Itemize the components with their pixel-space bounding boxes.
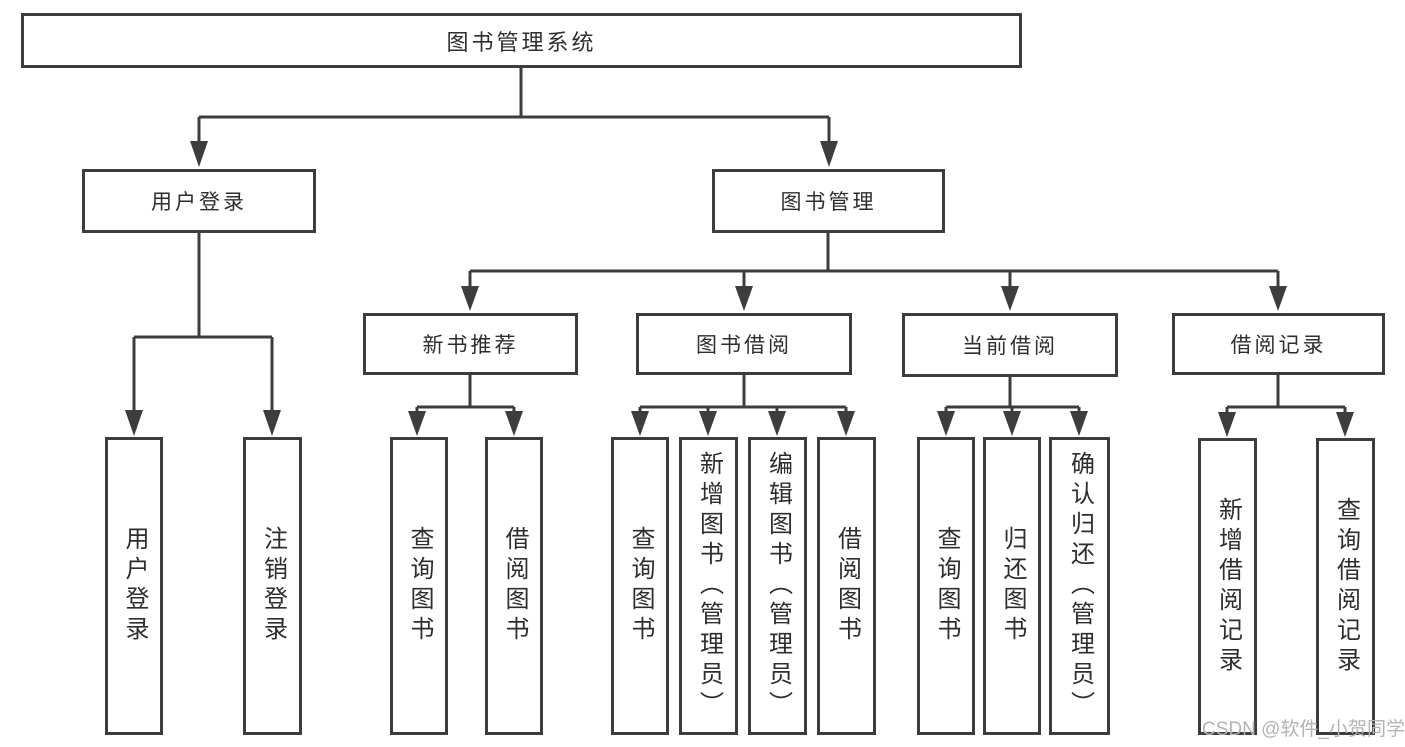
node-add-books-admin: 新增图书（管理员） (679, 437, 738, 735)
csdn-watermark: CSDN @软件_小贺同学 (1202, 719, 1405, 740)
node-label: 图书管理 (780, 191, 877, 214)
node-label: 用户登录 (121, 526, 148, 646)
node-query-books-recommend: 查询图书 (390, 437, 448, 735)
node-label: 注销登录 (259, 526, 287, 646)
arrowhead-down-icon (699, 411, 717, 436)
node-query-borrow-record: 查询借阅记录 (1316, 438, 1375, 735)
arrowhead-down-icon (735, 286, 753, 311)
node-edit-books-admin: 编辑图书（管理员） (748, 437, 807, 735)
arrowhead-down-icon (820, 141, 838, 167)
arrowhead-down-icon (190, 141, 208, 167)
node-label: 用户登录 (151, 191, 247, 214)
arrowhead-down-icon (768, 411, 786, 436)
node-add-borrow-record: 新增借阅记录 (1198, 438, 1257, 735)
node-label: 借阅图书 (501, 526, 528, 646)
node-book-borrowing: 图书借阅 (636, 313, 852, 375)
node-label: 新增借阅记录 (1214, 496, 1242, 677)
node-label: 借阅记录 (1230, 334, 1327, 357)
node-query-books-current: 查询图书 (917, 437, 975, 735)
arrowhead-down-icon (1336, 412, 1354, 437)
node-label: 查询图书 (933, 526, 960, 646)
node-label: 查询图书 (406, 526, 433, 646)
node-label: 查询图书 (627, 526, 654, 646)
node-label: 确认归还（管理员） (1066, 451, 1094, 721)
arrowhead-down-icon (408, 411, 426, 436)
arrowhead-down-icon (125, 410, 143, 436)
node-current-borrowing: 当前借阅 (902, 313, 1118, 377)
node-label: 借阅图书 (833, 526, 861, 646)
node-new-book-recommendation: 新书推荐 (363, 313, 578, 375)
node-root-system: 图书管理系统 (21, 13, 1022, 68)
arrowhead-down-icon (937, 411, 955, 436)
node-user-login: 用户登录 (82, 169, 316, 233)
node-label: 当前借阅 (962, 335, 1058, 358)
arrowhead-down-icon (1070, 411, 1088, 436)
node-borrow-books-recommend: 借阅图书 (485, 437, 543, 735)
arrowhead-down-icon (263, 410, 281, 436)
node-label: 图书管理系统 (446, 29, 597, 55)
node-logout-action: 注销登录 (243, 437, 302, 735)
node-label: 编辑图书（管理员） (764, 451, 792, 721)
arrowhead-down-icon (1003, 411, 1021, 436)
arrowhead-down-icon (1001, 286, 1019, 311)
node-label: 归还图书 (999, 526, 1026, 646)
arrowhead-down-icon (1218, 412, 1236, 437)
arrowhead-down-icon (837, 411, 855, 436)
node-label: 查询借阅记录 (1332, 496, 1360, 677)
node-query-books-borrow: 查询图书 (611, 437, 669, 735)
arrowhead-down-icon (1269, 286, 1287, 311)
node-label: 新书推荐 (422, 334, 519, 357)
node-borrow-books-action: 借阅图书 (817, 437, 876, 735)
node-book-management: 图书管理 (712, 169, 945, 233)
node-label: 新增图书（管理员） (695, 451, 723, 721)
node-user-login-action: 用户登录 (105, 437, 163, 735)
arrowhead-down-icon (461, 286, 479, 311)
node-confirm-return-admin: 确认归还（管理员） (1049, 437, 1110, 735)
arrowhead-down-icon (505, 411, 523, 436)
node-borrow-records: 借阅记录 (1172, 313, 1385, 375)
arrowhead-down-icon (631, 411, 649, 436)
node-return-books: 归还图书 (983, 437, 1041, 735)
node-label: 图书借阅 (696, 334, 792, 357)
